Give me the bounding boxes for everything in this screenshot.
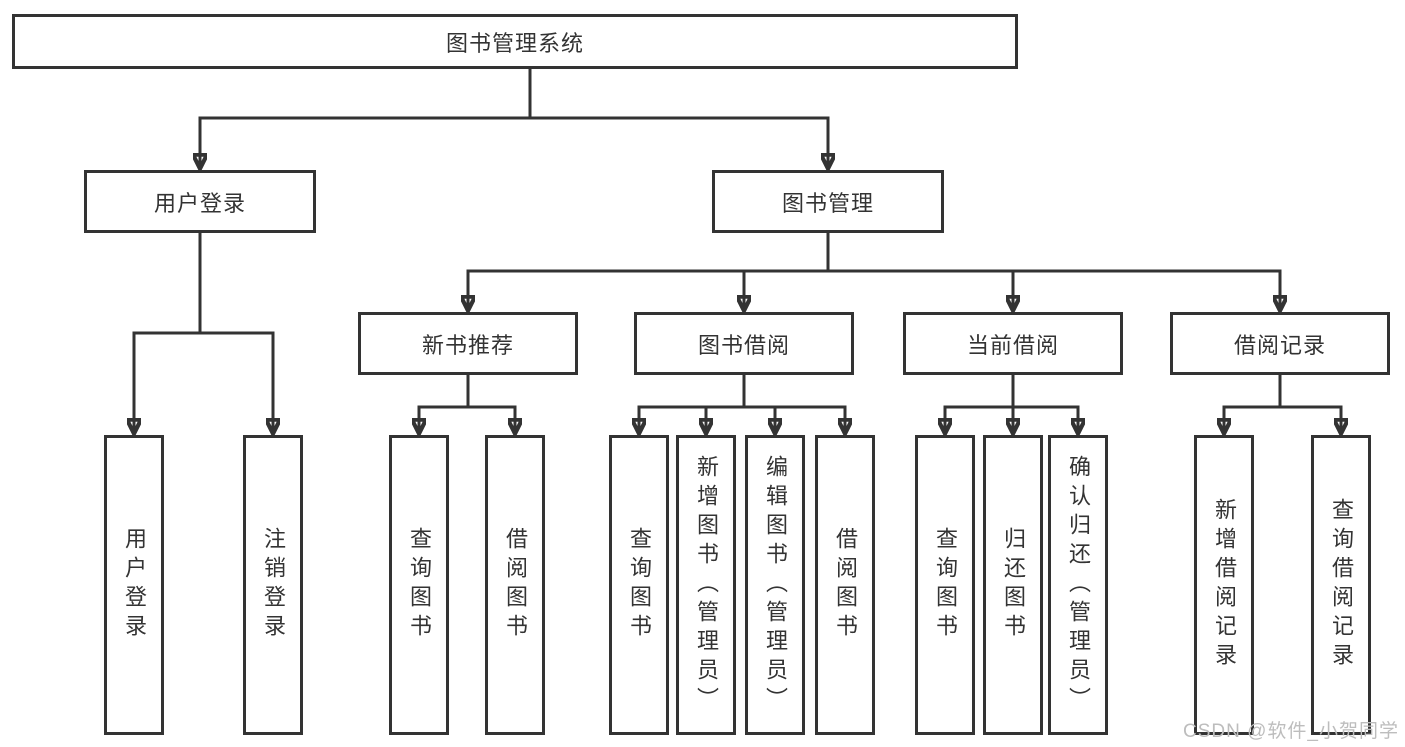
node-new-book-recommendation: 新书推荐: [358, 312, 578, 375]
node-leaf-add-books-admin: 新增图书（管理员）: [676, 435, 736, 735]
node-leaf-query-books-3: 查询图书: [915, 435, 975, 735]
node-label: 查询借阅记录: [1329, 498, 1354, 672]
watermark: CSDN @软件_小贺同学: [1183, 721, 1399, 742]
node-book-borrowing: 图书借阅: [634, 312, 854, 375]
node-leaf-confirm-return-admin: 确认归还（管理员）: [1048, 435, 1108, 735]
node-leaf-add-borrow-record: 新增借阅记录: [1194, 435, 1254, 735]
node-leaf-user-login: 用户登录: [104, 435, 164, 735]
node-label: 查询图书: [407, 527, 432, 643]
node-label: 新增借阅记录: [1212, 498, 1237, 672]
node-leaf-logout: 注销登录: [243, 435, 303, 735]
node-leaf-edit-books-admin: 编辑图书（管理员）: [745, 435, 805, 735]
node-label: 新增图书（管理员）: [694, 454, 719, 716]
node-leaf-borrow-books-2: 借阅图书: [815, 435, 875, 735]
node-user-login: 用户登录: [84, 170, 316, 233]
node-label: 归还图书: [1001, 527, 1026, 643]
node-label: 注销登录: [261, 527, 286, 643]
node-leaf-return-books: 归还图书: [983, 435, 1043, 735]
node-borrowing-records: 借阅记录: [1170, 312, 1390, 375]
node-leaf-borrow-books-1: 借阅图书: [485, 435, 545, 735]
node-label: 用户登录: [122, 527, 147, 643]
node-book-management: 图书管理: [712, 170, 944, 233]
node-label: 查询图书: [627, 527, 652, 643]
node-current-borrowing: 当前借阅: [903, 312, 1123, 375]
node-label: 确认归还（管理员）: [1066, 454, 1091, 716]
node-label: 查询图书: [933, 527, 958, 643]
node-label: 借阅图书: [833, 527, 858, 643]
node-label: 编辑图书（管理员）: [763, 454, 788, 716]
node-leaf-query-books-1: 查询图书: [389, 435, 449, 735]
node-leaf-query-books-2: 查询图书: [609, 435, 669, 735]
node-leaf-query-borrow-record: 查询借阅记录: [1311, 435, 1371, 735]
node-label: 借阅图书: [503, 527, 528, 643]
node-library-management-system: 图书管理系统: [12, 14, 1018, 69]
